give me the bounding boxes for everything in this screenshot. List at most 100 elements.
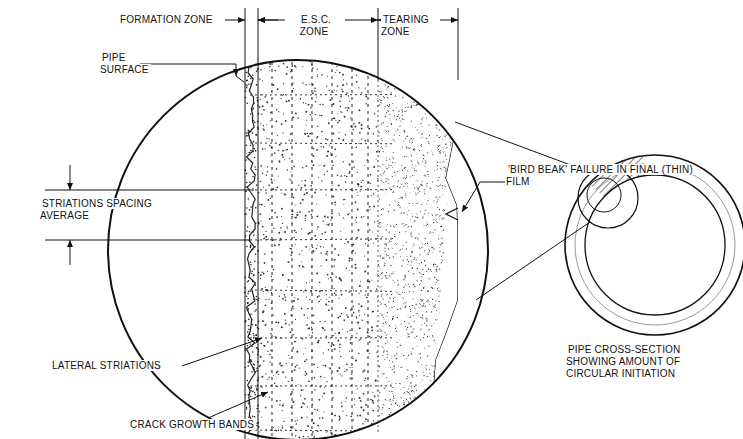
texture-stroke [247, 345, 249, 347]
texture-stroke [450, 95, 451, 97]
texture-stroke [402, 292, 403, 293]
texture-stroke [307, 436, 308, 437]
texture-stroke [282, 58, 283, 59]
texture-stroke [305, 180, 307, 182]
texture-stroke [249, 343, 251, 345]
texture-stroke [307, 317, 308, 318]
texture-stroke [317, 245, 318, 246]
texture-stroke [383, 322, 384, 324]
texture-stroke [428, 141, 429, 142]
texture-stroke [453, 79, 454, 80]
texture-stroke [363, 216, 364, 217]
texture-stroke [303, 389, 304, 390]
texture-stroke [250, 290, 252, 292]
texture-stroke [339, 215, 340, 216]
texture-stroke [252, 281, 254, 283]
texture-stroke [332, 185, 333, 186]
texture-stroke [302, 402, 304, 404]
texture-stroke [373, 193, 374, 194]
texture-stroke [255, 207, 257, 209]
texture-stroke [407, 103, 409, 104]
texture-stroke [393, 271, 394, 272]
texture-stroke [306, 324, 308, 326]
texture-stroke [372, 400, 374, 402]
texture-stroke [360, 281, 361, 282]
texture-stroke [324, 412, 325, 413]
texture-stroke [371, 280, 372, 281]
texture-stroke [388, 166, 389, 168]
texture-stroke [272, 188, 274, 190]
texture-stroke [405, 224, 407, 226]
texture-stroke [264, 345, 265, 346]
texture-stroke [340, 106, 342, 108]
texture-stroke [386, 61, 387, 62]
texture-stroke [254, 416, 256, 418]
texture-stroke [338, 120, 340, 122]
texture-stroke [264, 345, 266, 347]
texture-stroke [332, 165, 334, 167]
texture-stroke [387, 312, 388, 313]
texture-stroke [268, 185, 270, 187]
texture-stroke [392, 110, 393, 112]
texture-stroke [412, 415, 413, 416]
texture-stroke [389, 204, 390, 205]
texture-stroke [397, 427, 399, 428]
texture-stroke [313, 422, 315, 424]
texture-stroke [428, 346, 429, 347]
texture-stroke [340, 111, 341, 112]
texture-stroke [397, 171, 399, 172]
texture-stroke [311, 116, 312, 117]
texture-stroke [442, 404, 444, 405]
texture-stroke [302, 66, 303, 67]
texture-stroke [432, 67, 433, 68]
texture-stroke [379, 227, 381, 228]
texture-stroke [373, 242, 374, 243]
texture-stroke [418, 192, 419, 194]
texture-stroke [401, 423, 402, 424]
texture-stroke [458, 403, 460, 405]
texture-stroke [313, 322, 315, 324]
texture-stroke [343, 161, 344, 162]
texture-stroke [308, 104, 310, 106]
texture-stroke [440, 184, 441, 186]
texture-stroke [448, 404, 449, 405]
texture-stroke [423, 225, 424, 227]
texture-stroke [349, 367, 350, 368]
texture-stroke [294, 217, 296, 219]
texture-stroke [326, 251, 328, 253]
texture-stroke [355, 360, 357, 362]
texture-stroke [390, 241, 392, 243]
texture-stroke [312, 332, 314, 334]
texture-stroke [392, 162, 393, 163]
texture-stroke [405, 177, 407, 178]
texture-stroke [422, 216, 424, 218]
texture-stroke [358, 229, 360, 231]
texture-stroke [285, 376, 286, 377]
texture-stroke [375, 380, 377, 382]
texture-stroke [368, 94, 369, 95]
texture-stroke [408, 261, 410, 263]
texture-stroke [357, 322, 359, 324]
texture-stroke [379, 274, 380, 275]
texture-stroke [314, 389, 315, 390]
texture-stroke [366, 297, 368, 299]
texture-stroke [371, 195, 372, 196]
texture-stroke [394, 281, 396, 282]
texture-stroke [292, 334, 294, 336]
texture-stroke [442, 404, 444, 405]
texture-stroke [250, 290, 392, 291]
texture-stroke [436, 185, 438, 187]
texture-stroke [340, 231, 341, 232]
texture-stroke [246, 132, 248, 134]
texture-stroke [435, 116, 437, 117]
texture-stroke [246, 72, 248, 74]
texture-stroke [392, 307, 393, 308]
texture-stroke [262, 226, 264, 228]
texture-stroke [423, 420, 424, 422]
texture-stroke [346, 176, 348, 178]
texture-stroke [361, 182, 362, 183]
texture-stroke [365, 421, 366, 422]
texture-stroke [370, 430, 372, 432]
texture-stroke [434, 342, 435, 344]
texture-stroke [394, 65, 395, 66]
